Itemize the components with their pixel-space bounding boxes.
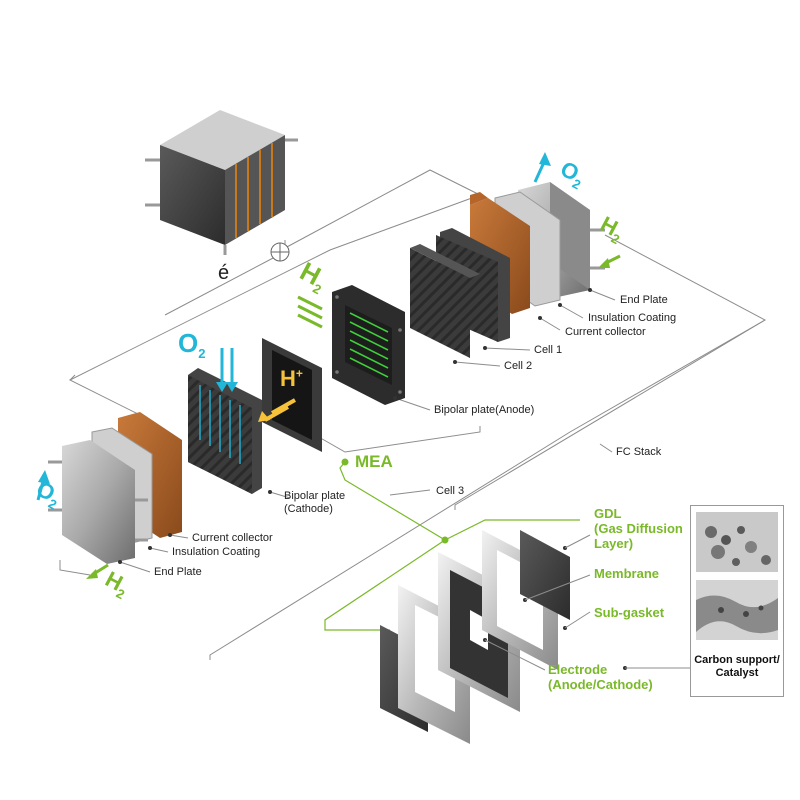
mea-connector [324, 461, 580, 631]
label-electrode: Electrode(Anode/Cathode) [548, 662, 653, 692]
electron-node [270, 242, 290, 262]
label-subgasket: Sub-gasket [594, 605, 665, 620]
label-cell-1: Cell 1 [534, 344, 563, 356]
label-mea: MEA [355, 452, 393, 471]
proton-label: H+ [280, 366, 303, 391]
carbon-support-caption: Carbon support/Catalyst [694, 654, 780, 679]
label-bipolar-anode: Bipolar plate(Anode) [434, 404, 535, 416]
label-fc-stack: FC Stack [616, 446, 662, 458]
label-end-plate-bottom: End Plate [154, 566, 202, 578]
label-dots [118, 288, 627, 670]
arrows [36, 152, 621, 579]
cell-2-plate [410, 244, 480, 358]
bipolar-plate-cathode [188, 368, 262, 494]
label-insulation-bottom: Insulation Coating [172, 546, 261, 558]
label-cell-2: Cell 2 [504, 360, 533, 372]
micrograph-image-top [696, 512, 778, 572]
bipolar-plate-anode [332, 285, 405, 405]
micrograph-image-bottom [696, 580, 778, 640]
label-current-collector-bottom: Current collector [192, 532, 273, 544]
label-cell-3: Cell 3 [436, 485, 465, 497]
o2-label-middle: O2 [178, 328, 206, 362]
mea-junction-dot [441, 536, 449, 544]
electron-label: é [218, 262, 230, 284]
label-current-collector-top: Current collector [565, 326, 646, 338]
mea-plate [262, 338, 322, 452]
mea-label-leaders [484, 534, 690, 671]
end-plate-bottom-left [48, 440, 148, 564]
label-insulation-top: Insulation Coating [588, 312, 677, 324]
label-bipolar-cathode: Bipolar plate(Cathode) [284, 490, 346, 515]
mea-dot [341, 458, 349, 466]
carbon-support-panel: Carbon support/Catalyst [690, 505, 784, 697]
connector-lines [59, 169, 767, 660]
assembled-stack [145, 110, 298, 255]
label-end-plate-top: End Plate [620, 294, 668, 306]
label-membrane: Membrane [594, 566, 660, 581]
